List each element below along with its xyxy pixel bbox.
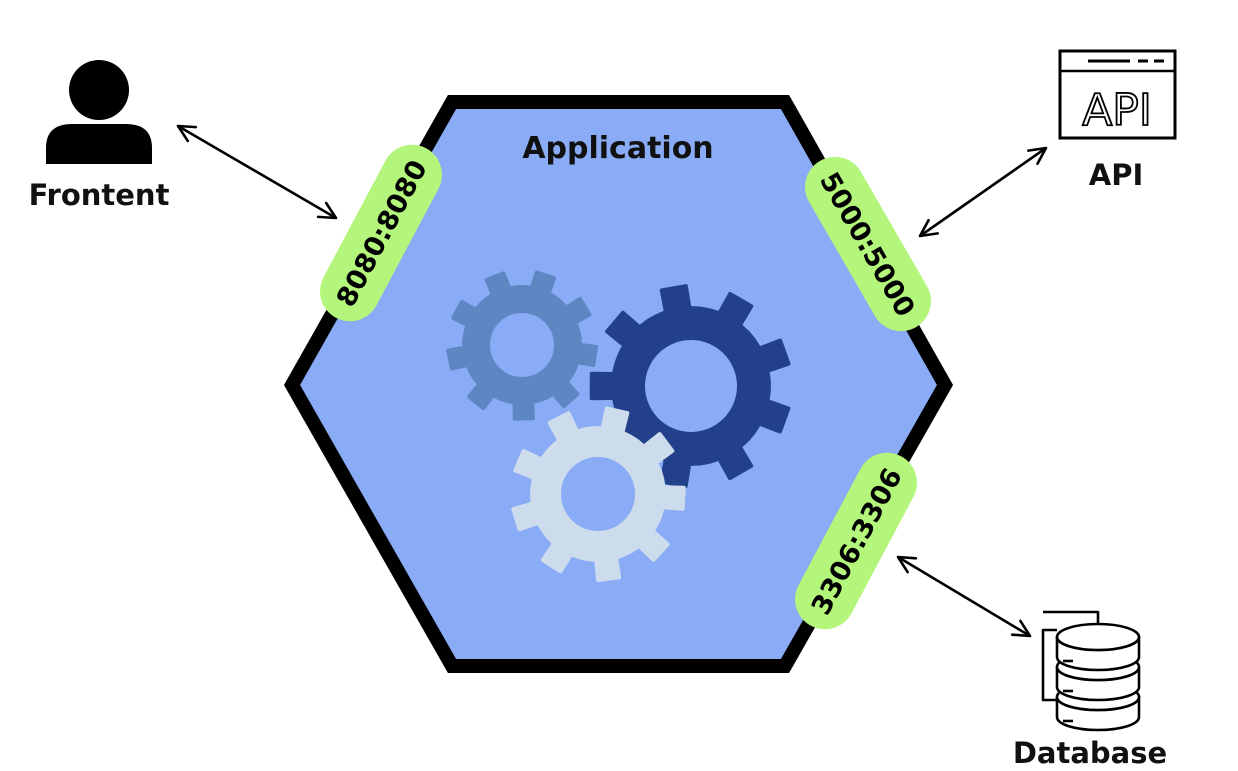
application-title: Application: [522, 131, 713, 166]
api-window-icon: API: [1058, 49, 1177, 140]
gear-mid-icon: [446, 270, 598, 421]
frontend-label: Frontent: [29, 178, 170, 212]
api-icon-text: API: [1082, 85, 1152, 136]
gear-dark-icon: [589, 284, 791, 488]
database-label: Database: [1013, 736, 1167, 770]
arrow-frontend: [176, 124, 338, 220]
gear-light-icon: [511, 406, 686, 582]
arrow-api: [918, 146, 1048, 238]
arrow-database: [896, 555, 1032, 638]
api-label: API: [1089, 158, 1144, 192]
database-icon: [1041, 610, 1141, 732]
user-icon: [46, 60, 152, 164]
